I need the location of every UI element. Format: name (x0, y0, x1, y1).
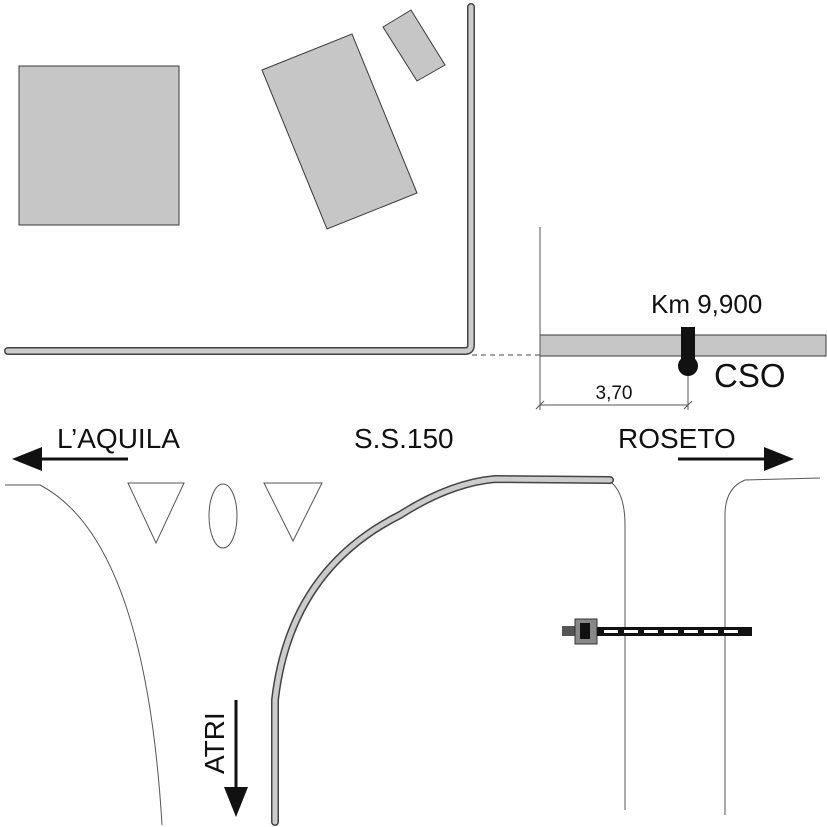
barrier-gate-icon (562, 618, 752, 645)
manhole-pin-icon (678, 327, 698, 376)
island-triangle-right (263, 482, 323, 543)
km-label: Km 9,900 (651, 289, 762, 319)
dimension-tick-right (683, 400, 693, 410)
east-label: ROSETO (618, 423, 736, 454)
wall-corner-fill (5, 4, 474, 354)
dimension-tick-left (535, 400, 545, 410)
road-edge-left (5, 484, 163, 826)
building-square (18, 65, 180, 226)
road-edge-right-east-a (611, 482, 626, 810)
arrow-icon-west (12, 447, 128, 471)
building-tilted (261, 33, 418, 230)
curb-curve-fill (272, 476, 613, 825)
cso-label: CSO (714, 357, 786, 394)
building-small (382, 9, 446, 82)
road-label: S.S.150 (354, 423, 454, 454)
arrow-icon-south (224, 700, 248, 817)
south-label: ATRI (199, 712, 230, 774)
distance-label: 3,70 (596, 383, 633, 404)
curb-curve (271, 475, 614, 826)
island-ellipse (208, 483, 238, 549)
island-triangle-left (127, 482, 185, 545)
west-label: L’AQUILA (57, 423, 180, 454)
road-edge-right-east-b (724, 477, 821, 815)
arrow-icon-east (678, 447, 794, 471)
